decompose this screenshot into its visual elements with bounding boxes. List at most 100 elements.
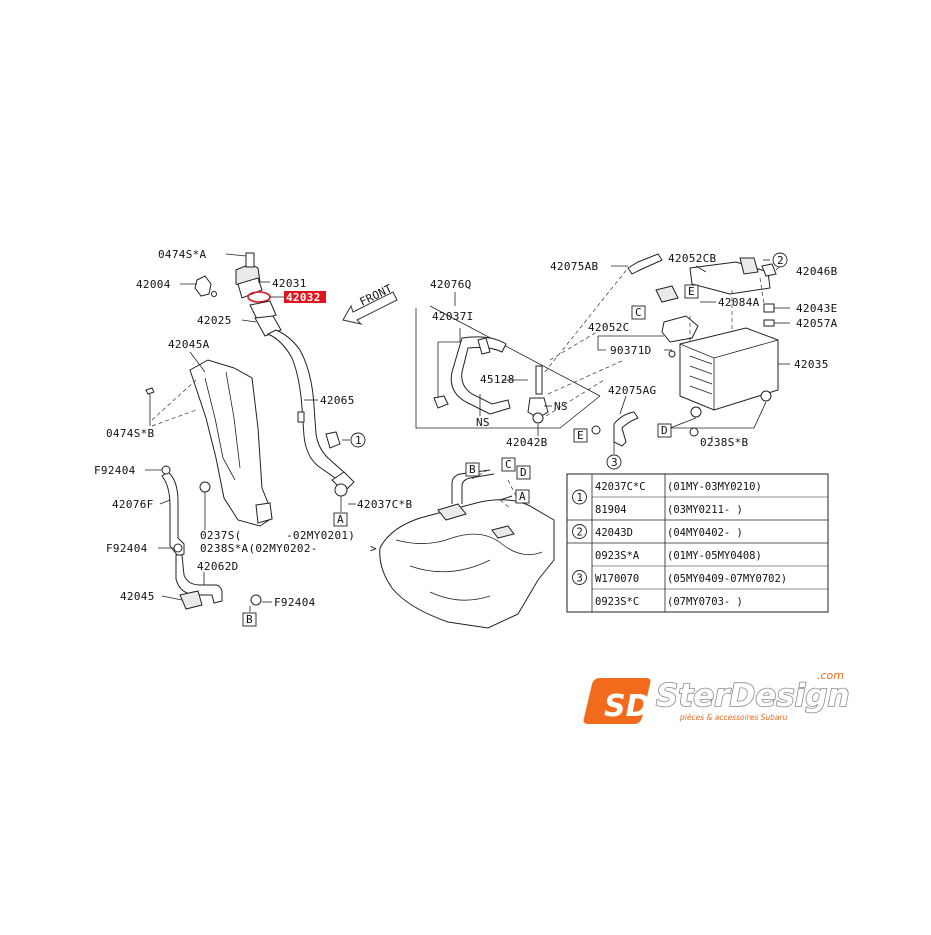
label-0474sb: 0474S*B bbox=[106, 427, 155, 440]
fuel-tank bbox=[379, 469, 555, 629]
ref-box-b-tank bbox=[465, 462, 480, 477]
callout-labels: 0474S*A 42004 42031 42032 42025 42045A 0… bbox=[94, 248, 838, 609]
label-42035: 42035 bbox=[794, 358, 829, 371]
table-group-2-circle bbox=[572, 524, 587, 539]
table-row-1-range: (03MY0211- ) bbox=[667, 504, 743, 516]
label-0238sb: 0238S*B bbox=[700, 436, 749, 449]
protector-bolt-part bbox=[199, 481, 211, 493]
bracket-42052c-part bbox=[661, 315, 699, 343]
leader-42052cb bbox=[695, 265, 707, 273]
protector-bracket-part bbox=[255, 502, 273, 524]
ref-c-tank-label: C bbox=[505, 458, 512, 471]
ref-a-tank-label: A bbox=[519, 490, 526, 503]
clip-42037i-part bbox=[433, 395, 449, 409]
ref-box-c-right bbox=[631, 305, 646, 320]
table-row-3-part: 0923S*A bbox=[595, 550, 640, 562]
canister-dash bbox=[689, 277, 765, 344]
filler-ring-part bbox=[237, 277, 263, 299]
breather-detail bbox=[415, 292, 601, 436]
ref-c-right-label: C bbox=[635, 306, 642, 319]
ref-box-d-tank bbox=[516, 465, 531, 480]
valve-45128-part bbox=[535, 365, 543, 395]
hose-42075ab-part bbox=[627, 253, 663, 275]
table-row-0-range: (01MY-03MY0210) bbox=[667, 481, 762, 493]
breather-pipe-part bbox=[175, 554, 223, 604]
label-42057a: 42057A bbox=[796, 317, 838, 330]
ref-box-b-left bbox=[242, 612, 257, 627]
leader-42045 bbox=[161, 595, 183, 601]
label-42045a: 42045A bbox=[168, 338, 210, 351]
label-42084a: 42084A bbox=[718, 296, 760, 309]
label-42045: 42045 bbox=[120, 590, 155, 603]
ref-d-right-label: D bbox=[661, 424, 668, 437]
ref-circle-2-label: 2 bbox=[777, 254, 784, 267]
logo-mark-badge bbox=[583, 678, 651, 724]
label-42037i: 42037I bbox=[432, 310, 474, 323]
table-row-2-range: (04MY0402- ) bbox=[667, 527, 743, 539]
leader-0238sb bbox=[669, 401, 767, 442]
label-0237s-range: -02MY0201) bbox=[286, 529, 355, 542]
logo-tagline-text: pièces & accessoires Subaru bbox=[679, 713, 788, 722]
front-arrow: FRONT bbox=[342, 282, 398, 325]
pipe-bracket-part bbox=[297, 411, 305, 423]
label-0238sa-end: > bbox=[370, 542, 377, 555]
clip-90371d-part bbox=[668, 350, 676, 358]
ref-e-low-label: E bbox=[577, 429, 584, 442]
pipe-clip-part bbox=[325, 431, 341, 449]
cap-42046b-part bbox=[761, 263, 777, 277]
clip-f92404-3-part bbox=[250, 594, 262, 606]
bolt-0474sb-part bbox=[145, 387, 155, 395]
fuel-sender-flange bbox=[491, 525, 515, 539]
ref-box-a-tank bbox=[515, 489, 530, 504]
table-row-3-range: (01MY-05MY0408) bbox=[667, 550, 762, 562]
ref-a-left-label: A bbox=[337, 513, 344, 526]
fuel-tank-contours bbox=[395, 533, 543, 601]
ref-e-right-label: E bbox=[688, 285, 695, 298]
table-group-3: 3 bbox=[577, 573, 583, 585]
table-row-5-range: (07MY0703- ) bbox=[667, 596, 743, 608]
ref-b-left-label: B bbox=[246, 613, 253, 626]
label-42052c: 42052C bbox=[588, 321, 630, 334]
breather-hose-part bbox=[161, 471, 185, 557]
label-42046b: 42046B bbox=[796, 265, 838, 278]
leader-42025 bbox=[241, 319, 257, 323]
hose-42075ag-part bbox=[613, 411, 639, 447]
bolt-0238sb-2-part bbox=[760, 390, 772, 402]
fuel-pump-flange bbox=[437, 503, 467, 521]
label-42004: 42004 bbox=[136, 278, 171, 291]
fuel-lines bbox=[451, 469, 513, 504]
filler-neck-assembly bbox=[145, 252, 356, 612]
label-0474sa: 0474S*A bbox=[158, 248, 207, 261]
front-arrow-shape bbox=[342, 291, 398, 325]
protector-detail bbox=[204, 371, 241, 481]
table-group-2: 2 bbox=[577, 527, 583, 539]
connecting-dash-lines bbox=[544, 267, 629, 417]
ref-b-tank-label: B bbox=[469, 463, 476, 476]
highlighted-gasket-part bbox=[247, 291, 271, 303]
clamp-part bbox=[334, 483, 348, 497]
label-90371d: 90371D bbox=[610, 344, 652, 357]
label-0238sa: 0238S*A(02MY0202- bbox=[200, 542, 318, 555]
label-42075ab: 42075AB bbox=[550, 260, 599, 273]
leader-42052c-bracket bbox=[597, 336, 606, 351]
label-ns1: NS bbox=[476, 416, 490, 429]
reference-markers: A B B C D A E C E D 1 2 3 bbox=[242, 252, 788, 627]
connector-2-part bbox=[739, 257, 759, 275]
label-42075ag: 42075AG bbox=[608, 384, 656, 397]
table-row-1-part: 81904 bbox=[595, 504, 627, 516]
small-nut-part bbox=[211, 291, 217, 297]
canister-42035-part bbox=[679, 327, 779, 411]
label-42065: 42065 bbox=[320, 394, 355, 407]
label-f92404-1: F92404 bbox=[94, 464, 136, 477]
label-42032: 42032 bbox=[286, 291, 321, 304]
table-row-4-range: (05MY0409-07MY0702) bbox=[667, 573, 787, 585]
ref-box-c-tank bbox=[501, 457, 516, 472]
tube-clip-part bbox=[477, 337, 491, 355]
label-42043e: 42043E bbox=[796, 302, 838, 315]
label-42076q: 42076Q bbox=[430, 278, 472, 291]
label-42031: 42031 bbox=[272, 277, 307, 290]
leader-0474sa bbox=[225, 253, 247, 257]
ref-box-a-left bbox=[333, 512, 348, 527]
breather-bracket-part bbox=[179, 590, 203, 610]
dash-bolt bbox=[151, 379, 197, 427]
